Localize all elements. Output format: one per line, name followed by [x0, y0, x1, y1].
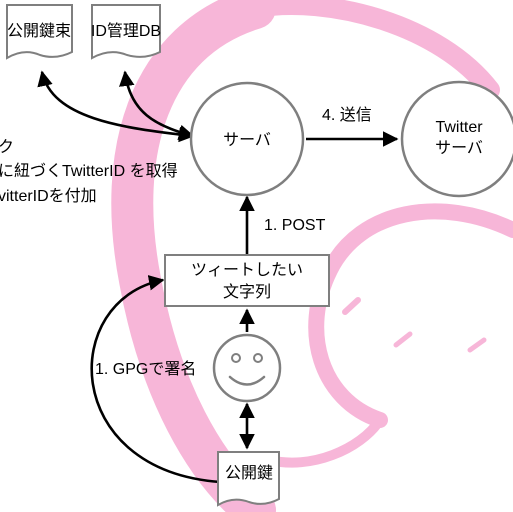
id-db-label: ID管理DB — [91, 22, 161, 40]
note-line2: に紐づくTwitterID を取得 — [0, 162, 178, 180]
debian-swirl-icon — [111, 0, 513, 512]
edge-iddb-server — [119, 70, 195, 140]
edge-label-sign: 1. GPGで署名 — [95, 360, 196, 378]
edge-publickey-tweet — [90, 275, 221, 484]
document-public-key-bundle: 公開鍵束 — [6, 4, 73, 60]
document-id-db: ID管理DB — [91, 4, 161, 60]
note-line1: ク — [0, 138, 14, 156]
twitter-server-node: Twitter サーバ — [400, 80, 513, 198]
tweet-text-box: ツィートしたい 文字列 — [164, 254, 330, 307]
tweet-label-line2: 文字列 — [223, 283, 271, 301]
document-icon — [6, 4, 73, 60]
edge-label-send: 4. 送信 — [322, 106, 372, 124]
document-icon — [217, 451, 280, 507]
note-line3: vitterIDを付加 — [0, 187, 97, 205]
twitter-label-line1: Twitter — [435, 119, 483, 136]
document-icon — [91, 4, 161, 60]
tweet-label-line1: ツィートしたい — [191, 261, 303, 279]
public-key-bundle-label: 公開鍵束 — [7, 22, 71, 40]
document-public-key: 公開鍵 — [217, 451, 280, 507]
smiley-face-icon — [212, 333, 282, 403]
edge-label-post: 1. POST — [264, 217, 326, 234]
server-label: サーバ — [223, 132, 271, 149]
public-key-label: 公開鍵 — [225, 464, 273, 482]
connectors — [37, 70, 399, 484]
twitter-label-line2: サーバ — [435, 140, 483, 157]
server-node: サーバ — [189, 81, 305, 197]
